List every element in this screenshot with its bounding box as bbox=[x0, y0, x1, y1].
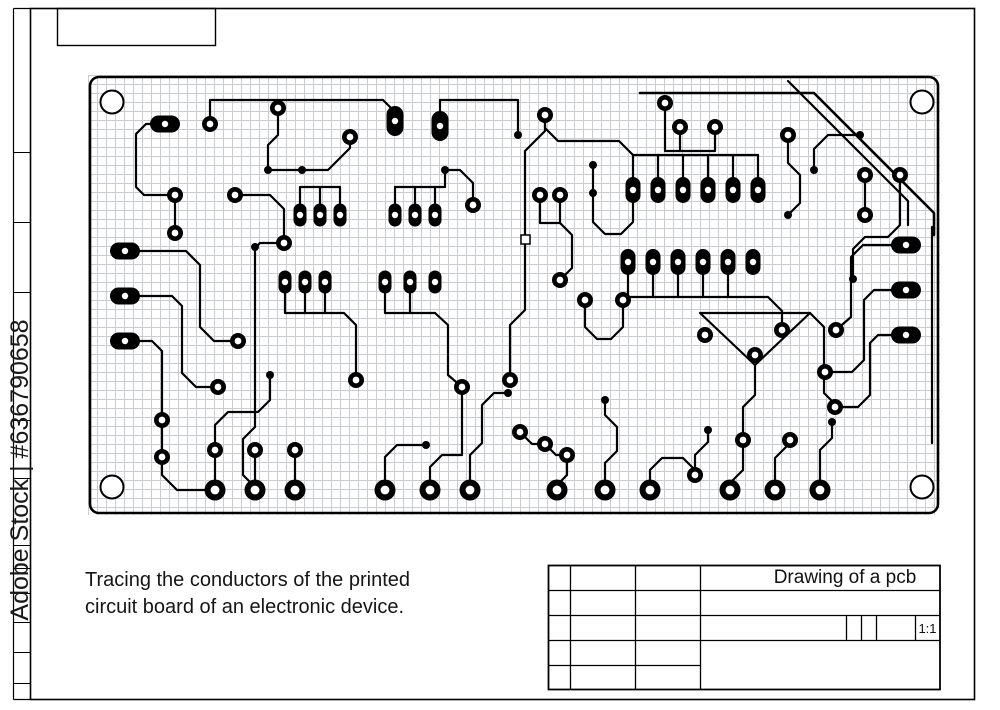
title-block-scale: 1:1 bbox=[918, 620, 937, 636]
pcb-artwork bbox=[88, 75, 940, 515]
annotation-text: Tracing the conductors of the printed ci… bbox=[85, 567, 525, 621]
annotation-line-1: Tracing the conductors of the printed bbox=[85, 569, 410, 591]
left-margin-column bbox=[13, 151, 31, 685]
pcb-drawing-area bbox=[88, 75, 940, 515]
oval-pads bbox=[110, 106, 921, 350]
board-outline bbox=[88, 75, 940, 515]
top-left-stamp-box bbox=[56, 7, 217, 47]
title-block-drawing-name: Drawing of a pcb bbox=[773, 567, 917, 588]
watermark-text: Adobe Stock | #636790658 bbox=[6, 319, 34, 621]
sheet-frame-border bbox=[12, 7, 976, 701]
title-block-table bbox=[547, 564, 941, 691]
annotation-line-2: circuit board of an electronic device. bbox=[85, 596, 405, 618]
copper-traces bbox=[134, 79, 936, 492]
component-squares bbox=[520, 234, 531, 245]
corner-mounting-holes bbox=[99, 89, 935, 500]
via-dots bbox=[251, 131, 864, 449]
donut-pads bbox=[154, 95, 908, 501]
